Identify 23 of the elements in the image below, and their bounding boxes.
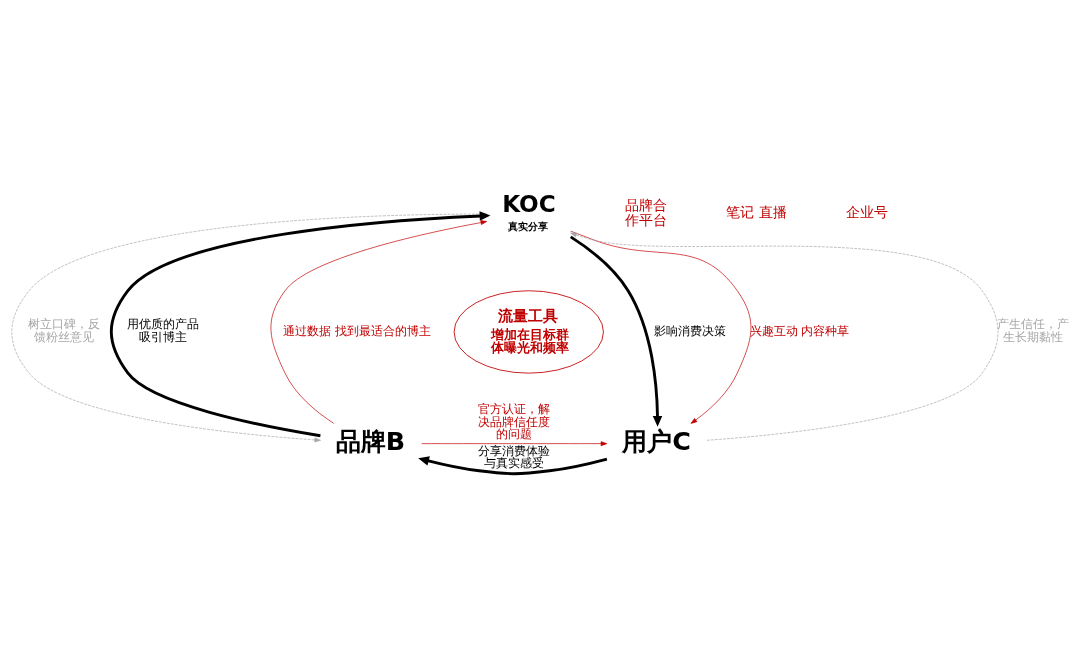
arrow bbox=[570, 232, 999, 441]
edge-label: 产生信任，产生长期黏性 bbox=[996, 316, 1069, 344]
edge-label: 分享消费体验与真实感受 bbox=[478, 443, 551, 470]
arrow bbox=[569, 235, 663, 427]
arrow bbox=[421, 440, 608, 446]
node-ellipse: 流量工具 增加在目标群体曝光和频率 bbox=[453, 289, 604, 374]
node-text: 品牌B bbox=[335, 425, 406, 456]
label: 笔记 直播 bbox=[726, 203, 787, 220]
arrow bbox=[270, 219, 488, 424]
label: 企业号 bbox=[845, 203, 888, 220]
arrow bbox=[418, 455, 608, 475]
node-text: KOC 真实分享 bbox=[502, 190, 556, 232]
edge-label: 官方认证，解决品牌信任度的问题 bbox=[478, 401, 551, 441]
edge-label: 树立口碑，反馈粉丝意见 bbox=[28, 316, 101, 344]
edge-label: 影响消费决策 bbox=[653, 323, 726, 338]
edge-label: 用优质的产品吸引博主 bbox=[127, 316, 200, 344]
arrow bbox=[570, 230, 752, 424]
node-text: 用户C bbox=[622, 425, 691, 456]
label: 品牌合作平台 bbox=[625, 196, 668, 228]
arrow bbox=[109, 210, 491, 437]
arrow bbox=[11, 213, 488, 442]
edge-label: 兴趣互动 内容种草 bbox=[749, 323, 850, 338]
edge-label: 通过数据 找到最适合的博主 bbox=[283, 323, 432, 338]
